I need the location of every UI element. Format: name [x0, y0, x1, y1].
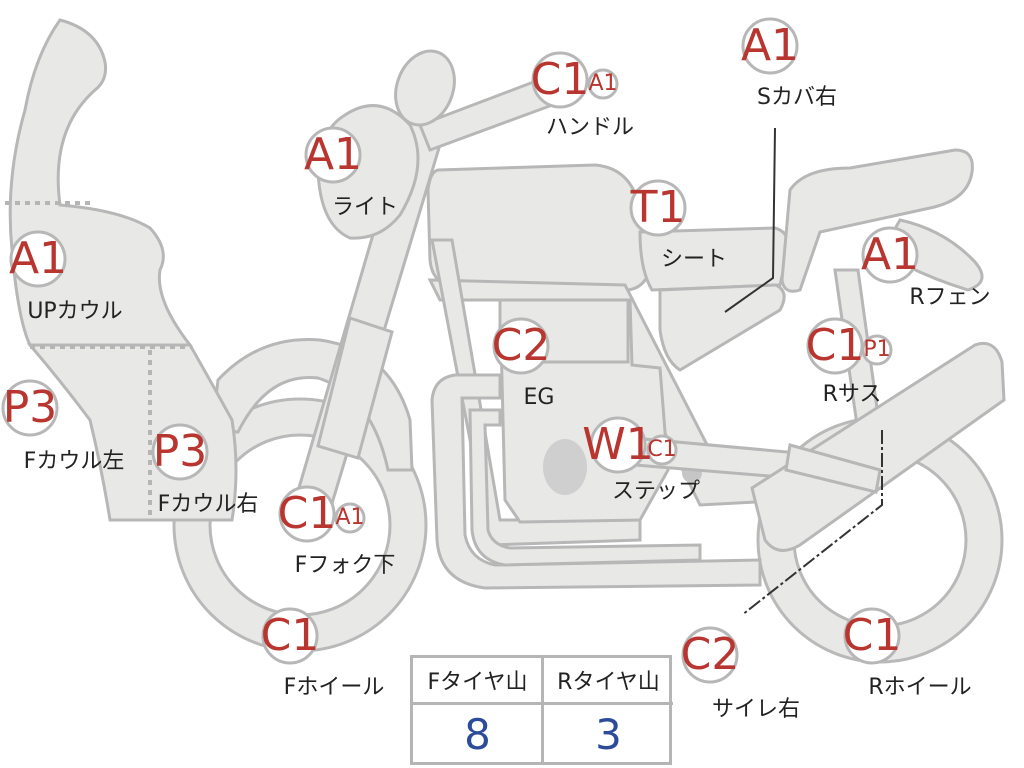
fuel-tank [426, 163, 650, 292]
rfender-code: A1 [860, 229, 920, 280]
badge-ring [334, 502, 366, 534]
side-cover [658, 283, 786, 372]
badge-ring [278, 485, 336, 543]
badge-ring [806, 317, 864, 375]
badge-ring [646, 434, 678, 466]
exhaust-pipe-inner [468, 408, 702, 567]
badge-ring [843, 607, 901, 665]
handle-code: C1 [530, 54, 590, 105]
upcowl-label: UPカウル [27, 299, 123, 324]
upper-cowl [8, 18, 194, 347]
rfender-label: Rフェン [909, 285, 991, 310]
engine-cover [543, 439, 587, 495]
ffork-label: Fフォク下 [294, 553, 396, 578]
seat-label: シート [660, 247, 728, 272]
rsus-sub-code: P1 [863, 337, 891, 362]
badge-ring [304, 126, 362, 184]
fcowl-right-label: Fカウル右 [157, 492, 259, 517]
fcowl-right-code: P3 [152, 426, 208, 477]
fcowl-left-label: Fカウル左 [23, 449, 125, 474]
badge-ring [589, 416, 647, 474]
fork-cover [316, 316, 394, 460]
handle-label: ハンドル [545, 115, 635, 140]
leader-scover [724, 127, 776, 313]
front-tire-header: Fタイヤ山 [413, 658, 542, 705]
badge-ring [151, 423, 209, 481]
step-label: ステップ [611, 479, 701, 504]
handle-sub-code: A1 [588, 71, 618, 96]
rear-tire-header: Rタイヤ山 [544, 658, 673, 705]
scover-code: A1 [740, 20, 800, 71]
muffler-code: C2 [680, 629, 740, 680]
badge-ring [9, 230, 67, 288]
step-code: W1 [582, 419, 654, 470]
mirror [394, 49, 456, 127]
scover-label: Sカバ右 [757, 85, 837, 110]
badge-ring [1, 379, 59, 437]
fcowl-left-code: P3 [2, 382, 58, 433]
muffler [750, 341, 1006, 552]
exhaust-pipe [430, 373, 762, 590]
badge-ring [741, 17, 799, 75]
seat-code: T1 [630, 182, 686, 233]
engine-label: EG [523, 385, 555, 410]
badge-ring [861, 226, 919, 284]
fwheel-code: C1 [260, 610, 320, 661]
ffork-sub-code: A1 [335, 505, 365, 530]
badge-ring [587, 68, 619, 100]
leader-muffler [741, 430, 883, 616]
badge-ring [531, 51, 589, 109]
rsus-code: C1 [805, 320, 865, 371]
fwheel-label: Fホイール [283, 675, 385, 700]
ffork-code: C1 [277, 488, 337, 539]
badge-ring [629, 179, 687, 237]
front-tire-value: 8 [464, 709, 491, 759]
tire-tread-table: Fタイヤ山 Rタイヤ山 8 3 [410, 655, 673, 765]
swingarm [784, 443, 882, 494]
rear-tire-value: 3 [595, 709, 622, 759]
rsus-label: Rサス [822, 382, 882, 407]
light-label: ライト [331, 195, 399, 220]
engine-code: C2 [491, 320, 551, 371]
rwheel-label: Rホイール [868, 675, 972, 700]
muffler-label: サイレ右 [711, 697, 801, 722]
tail-cowl [780, 148, 974, 293]
upcowl-code: A1 [8, 233, 68, 284]
badge-ring [681, 626, 739, 684]
step-sub-code: C1 [647, 437, 677, 462]
badge-ring [492, 317, 550, 375]
badge-ring [261, 607, 319, 665]
rwheel-code: C1 [842, 610, 902, 661]
light-code: A1 [303, 129, 363, 180]
badge-ring [861, 334, 893, 366]
